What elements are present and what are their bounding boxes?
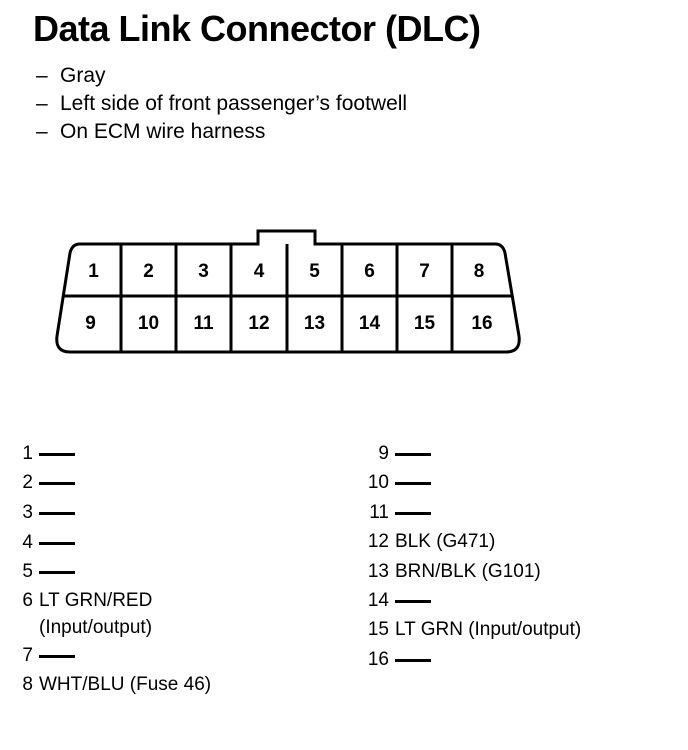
pin-number-6: 6 xyxy=(364,261,375,282)
pin-number-2: 2 xyxy=(143,261,154,282)
pin-row-1: 1 xyxy=(16,443,75,465)
unused-pin-line xyxy=(39,482,75,486)
pin-number: 10 xyxy=(367,472,389,493)
pin-number-12: 12 xyxy=(248,313,269,334)
pin-row-3: 3 xyxy=(16,502,75,524)
wire-color-label: BRN/BLK (G101) xyxy=(395,561,541,582)
connector-outline xyxy=(55,229,521,354)
wire-color-label: LT GRN (Input/output) xyxy=(395,619,582,640)
unused-pin-line xyxy=(395,453,431,457)
wire-color-label: WHT/BLU (Fuse 46) xyxy=(39,674,212,695)
pin-number: 14 xyxy=(367,590,389,611)
dash: – xyxy=(36,92,48,115)
location-notes: –Gray –Left side of front passenger’s fo… xyxy=(36,62,407,146)
pin-number-8: 8 xyxy=(474,261,485,282)
pin-number: 3 xyxy=(22,502,33,523)
pin-number: 15 xyxy=(367,619,389,640)
dash: – xyxy=(36,64,48,87)
unused-pin-line xyxy=(395,512,431,516)
pin-number: 11 xyxy=(369,502,389,523)
unused-pin-line xyxy=(39,453,75,457)
pin-number: 7 xyxy=(22,645,33,666)
pin-row-12: 12 BLK (G471) xyxy=(366,531,495,553)
note-location: –Left side of front passenger’s footwell xyxy=(36,90,407,118)
pin-row-10: 10 xyxy=(366,472,431,494)
note-harness: –On ECM wire harness xyxy=(36,118,407,146)
pin-row-5: 5 xyxy=(16,561,75,583)
pin-number: 1 xyxy=(22,443,33,464)
pin-row-14: 14 xyxy=(366,590,431,612)
note-text: Gray xyxy=(60,64,106,87)
pin-row-7: 7 xyxy=(16,645,75,667)
pin-row-9: 9 xyxy=(366,443,431,465)
pin-row-8: 8 WHT/BLU (Fuse 46) xyxy=(16,674,211,696)
pin-number: 6 xyxy=(22,590,33,611)
pin-number-9: 9 xyxy=(85,313,96,334)
pin-row-11: 11 xyxy=(366,502,431,524)
pin-number: 16 xyxy=(367,649,389,670)
pin-row-2: 2 xyxy=(16,472,75,494)
pin-number-16: 16 xyxy=(471,313,492,334)
unused-pin-line xyxy=(39,512,75,516)
pin-number: 2 xyxy=(22,472,33,493)
pin-number: 5 xyxy=(22,561,33,582)
pin-number-1: 1 xyxy=(88,261,99,282)
pin-number: 4 xyxy=(22,532,33,553)
unused-pin-line xyxy=(39,571,75,575)
pin-row-16: 16 xyxy=(366,649,431,671)
pin-number-13: 13 xyxy=(304,313,325,334)
pin-number: 12 xyxy=(367,531,389,552)
diagram-title: Data Link Connector (DLC) xyxy=(33,8,481,49)
pin-number-4: 4 xyxy=(254,261,265,282)
pin-number-11: 11 xyxy=(193,313,214,334)
dash: – xyxy=(36,120,48,143)
note-text: On ECM wire harness xyxy=(60,120,266,143)
note-color: –Gray xyxy=(36,62,407,90)
unused-pin-line xyxy=(395,659,431,663)
pin-number: 9 xyxy=(378,443,389,464)
pin-number-10: 10 xyxy=(138,313,159,334)
pin-number-7: 7 xyxy=(419,261,430,282)
pin-number-5: 5 xyxy=(309,261,320,282)
note-text: Left side of front passenger’s footwell xyxy=(60,92,408,115)
wire-color-label: LT GRN/RED xyxy=(39,590,153,611)
pin-number-3: 3 xyxy=(198,261,209,282)
pin-number-14: 14 xyxy=(359,313,381,334)
wire-note: (Input/output) xyxy=(39,617,153,638)
unused-pin-line xyxy=(395,482,431,486)
pin-number: 13 xyxy=(367,561,389,582)
unused-pin-line xyxy=(39,542,75,546)
unused-pin-line xyxy=(39,655,75,659)
pin-row-15: 15 LT GRN (Input/output) xyxy=(366,619,581,641)
pin-number-15: 15 xyxy=(414,313,436,334)
pin-number: 8 xyxy=(22,674,33,695)
pin-row-13: 13 BRN/BLK (G101) xyxy=(366,561,541,583)
wire-color-label: BLK (G471) xyxy=(395,531,496,552)
unused-pin-line xyxy=(395,600,431,604)
pin-row-6: 6 LT GRN/RED xyxy=(16,590,152,612)
pin-row-4: 4 xyxy=(16,532,75,554)
